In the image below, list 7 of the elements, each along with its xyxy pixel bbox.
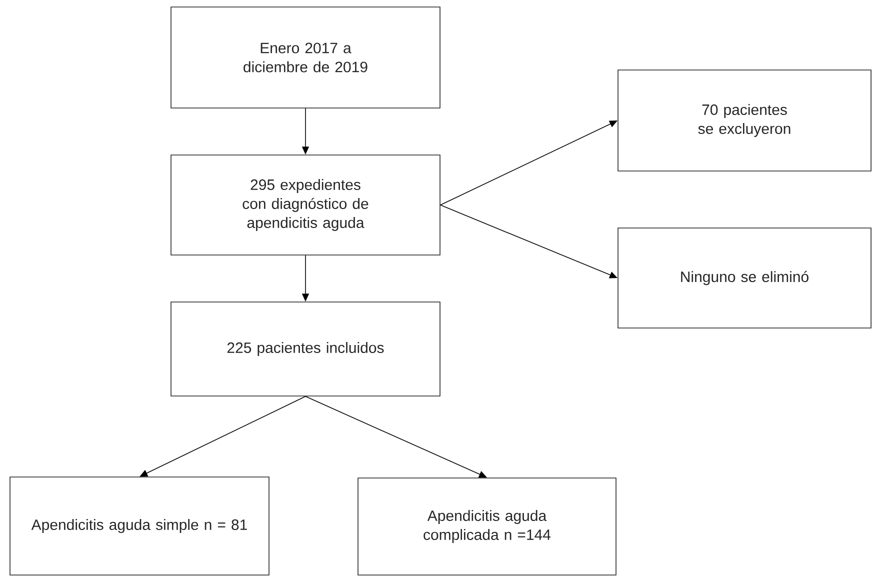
process-box: 225 pacientes incluidos xyxy=(170,302,440,396)
process-box: Enero 2017 a diciembre de 2019 xyxy=(170,6,440,108)
process-box: 70 pacientes se excluyeron xyxy=(618,70,872,172)
process-box: Apendicitis aguda complicada n =144 xyxy=(358,478,616,576)
process-box: Ninguno se eliminó xyxy=(618,228,872,328)
process-box: Apendicitis aguda simple n = 81 xyxy=(10,476,270,576)
process-box: 295 expedientes con diagnóstico de apendicitis aguda xyxy=(170,154,440,256)
